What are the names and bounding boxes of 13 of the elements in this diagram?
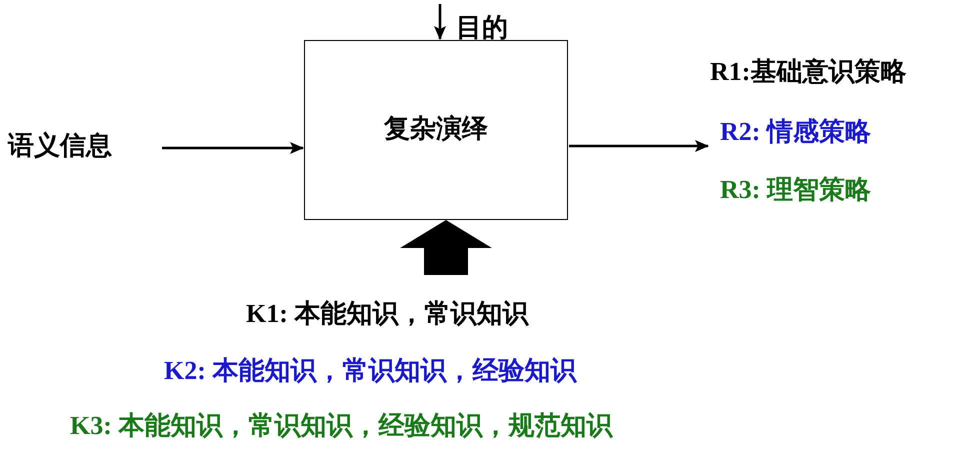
block-arrow bbox=[400, 220, 492, 275]
knowledge-label: K1: 本能知识，常识知识 bbox=[246, 274, 528, 330]
knowledge-label: K2: 本能知识，常识知识，经验知识 bbox=[164, 355, 576, 387]
arrow bbox=[569, 140, 709, 152]
process-label: 复杂演绎 bbox=[384, 114, 488, 143]
result-label: R3: 理智策略 bbox=[720, 174, 871, 206]
purpose-label: 目的 bbox=[456, 12, 508, 44]
result-label: R2: 情感策略 bbox=[720, 116, 871, 148]
arrow bbox=[162, 142, 304, 154]
input-label: 语义信息 bbox=[8, 130, 112, 162]
knowledge-label: K3: 本能知识，常识知识，经验知识，规范知识 bbox=[70, 410, 612, 442]
arrow bbox=[434, 4, 446, 40]
result-label: R1:基础意识策略 bbox=[710, 56, 906, 88]
